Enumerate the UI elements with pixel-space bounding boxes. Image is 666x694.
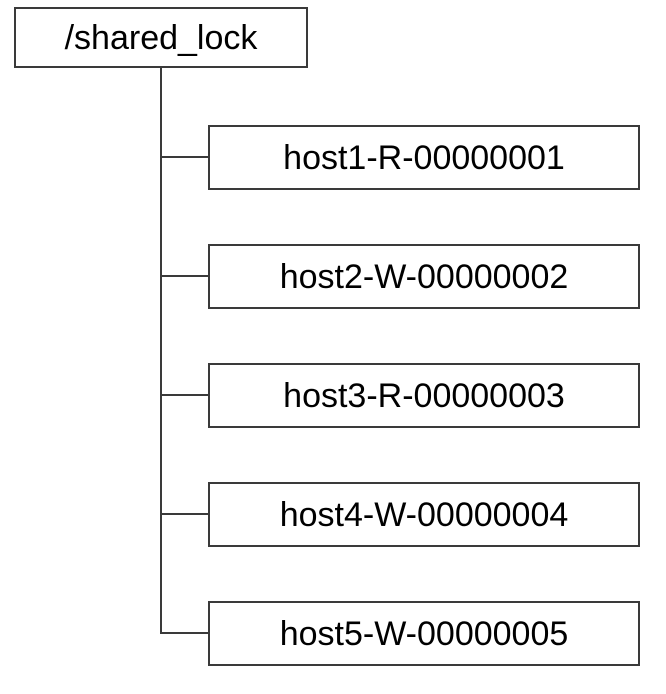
child-node-host3: host3-R-00000003 — [208, 363, 640, 428]
root-node-label: /shared_lock — [64, 18, 258, 57]
branch-line-3 — [160, 394, 210, 396]
tree-trunk-line — [160, 68, 162, 634]
branch-line-2 — [160, 275, 210, 277]
branch-line-4 — [160, 513, 210, 515]
child-node-label: host5-W-00000005 — [279, 614, 569, 653]
branch-line-5 — [160, 632, 210, 634]
root-node: /shared_lock — [14, 7, 308, 68]
child-node-label: host4-W-00000004 — [279, 495, 569, 534]
child-node-label: host3-R-00000003 — [283, 376, 565, 415]
child-node-host2: host2-W-00000002 — [208, 244, 640, 309]
child-node-host4: host4-W-00000004 — [208, 482, 640, 547]
branch-line-1 — [160, 156, 210, 158]
child-node-host1: host1-R-00000001 — [208, 125, 640, 190]
child-node-host5: host5-W-00000005 — [208, 601, 640, 666]
child-node-label: host1-R-00000001 — [283, 138, 565, 177]
child-node-label: host2-W-00000002 — [279, 257, 569, 296]
